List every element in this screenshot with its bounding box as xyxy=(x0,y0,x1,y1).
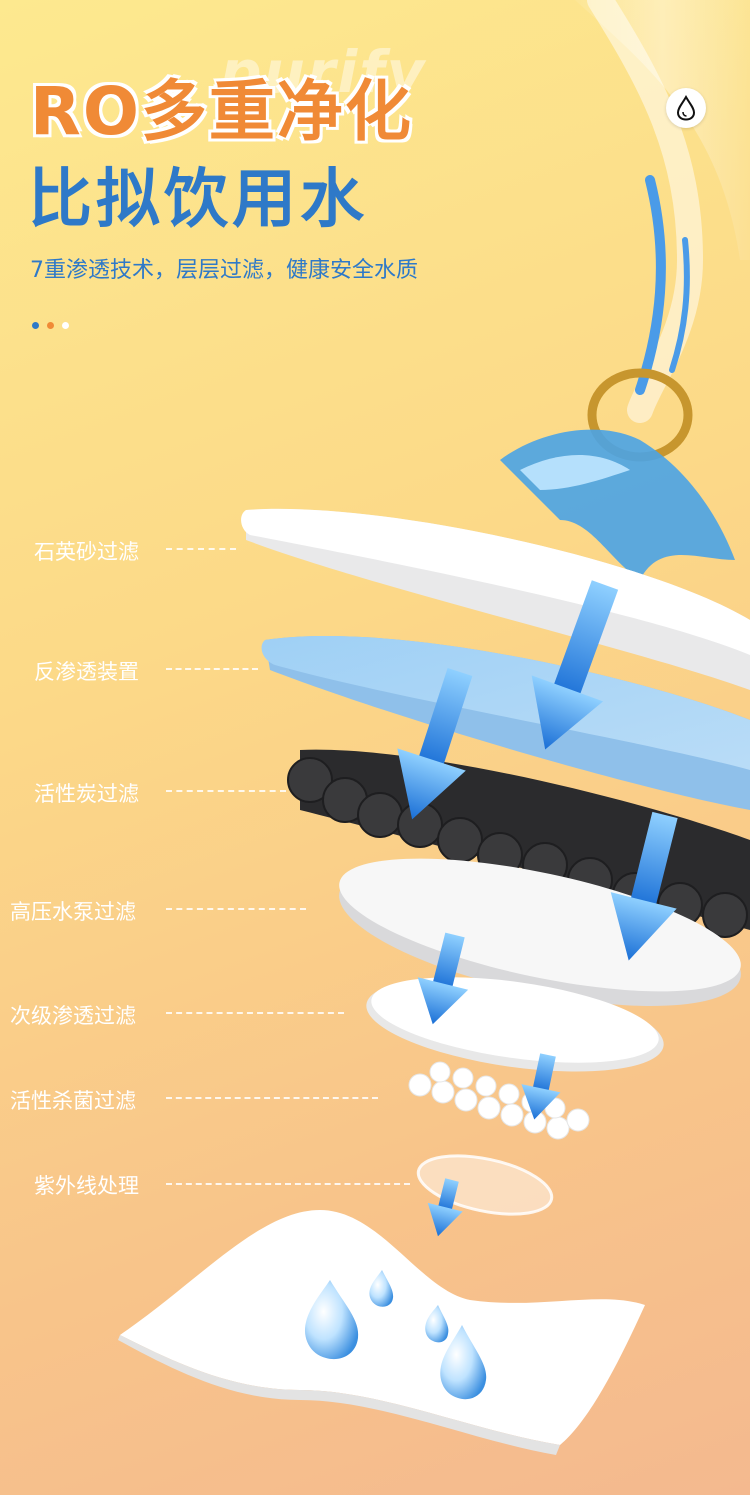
leader-line xyxy=(166,548,236,550)
layer-label-uv: 紫外线处理 xyxy=(34,1174,139,1198)
water-stream-thin xyxy=(669,237,690,373)
layer-white-disc xyxy=(241,508,750,690)
layer-label-ro: 反渗透装置 xyxy=(34,660,139,684)
leader-line xyxy=(166,668,258,670)
dot-orange xyxy=(47,322,54,329)
leader-line xyxy=(166,1012,344,1014)
layer-membrane-disc xyxy=(339,858,741,1006)
subtitle: 7重渗透技术，层层过滤，健康安全水质 xyxy=(30,258,418,283)
water-stream xyxy=(635,175,666,395)
leader-line xyxy=(166,908,306,910)
layer-label-pump: 高压水泵过滤 xyxy=(10,900,136,924)
water-drop-badge xyxy=(666,88,706,128)
leader-line xyxy=(166,1097,378,1099)
glass-tube-body xyxy=(587,0,704,423)
layer-blue-disc xyxy=(261,636,750,810)
arrow-down-icon xyxy=(417,932,469,1025)
leader-line xyxy=(166,1183,410,1185)
layer-label-secondary: 次级渗透过滤 xyxy=(10,1004,136,1028)
layer-label-carbon: 活性炭过滤 xyxy=(34,782,139,806)
arrow-down-icon xyxy=(531,580,619,750)
water-drop-icon xyxy=(676,95,696,121)
arrow-down-icon xyxy=(610,811,678,961)
leader-line xyxy=(166,790,286,792)
watermark-text: purify xyxy=(220,38,427,106)
layer-label-sterilize: 活性杀菌过滤 xyxy=(10,1089,136,1113)
arrow-down-icon xyxy=(521,1053,561,1120)
water-droplets xyxy=(304,1270,487,1400)
dot-blue xyxy=(32,322,39,329)
arrow-down-icon xyxy=(427,1178,463,1237)
glass-tube xyxy=(575,0,750,260)
headline-blue: 比拟饮用水 xyxy=(28,163,368,237)
arrow-down-icon xyxy=(397,667,473,820)
flow-arrows xyxy=(397,580,678,1237)
headline-orange: RO多重净化 xyxy=(30,73,413,150)
water-sheet xyxy=(118,1210,645,1455)
pagination-dots xyxy=(32,322,69,329)
dot-white xyxy=(62,322,69,329)
layer-label-quartz: 石英砂过滤 xyxy=(34,540,139,564)
